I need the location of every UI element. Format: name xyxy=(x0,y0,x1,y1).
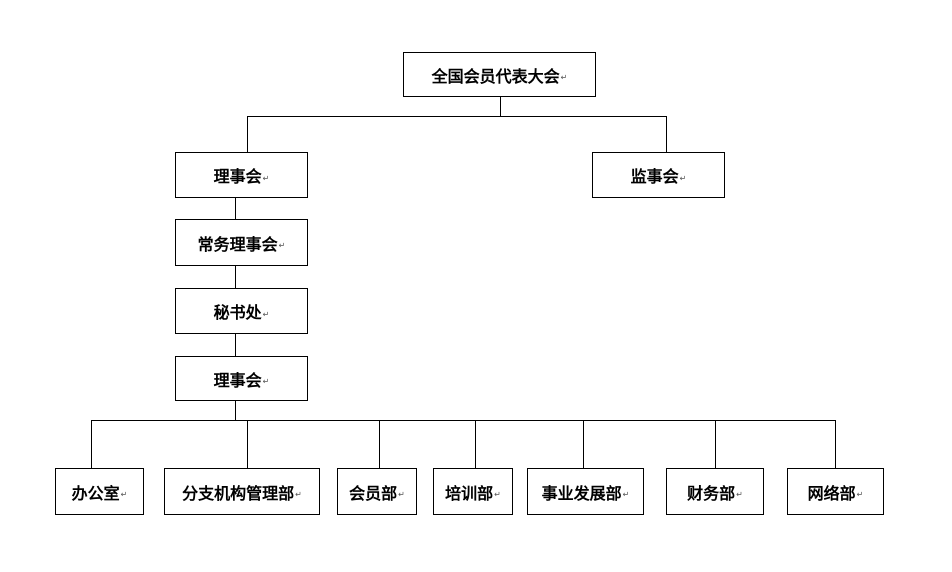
node-dept-network-label: 网络部 xyxy=(807,483,856,503)
node-dept-office-label: 办公室 xyxy=(71,483,120,503)
paragraph-mark-icon: ↵ xyxy=(622,490,630,499)
node-dept-business-development: 事业发展部↵ xyxy=(527,468,644,515)
node-dept-business-development-label: 事业发展部 xyxy=(541,483,622,503)
paragraph-mark-icon: ↵ xyxy=(494,490,501,499)
node-dept-membership-label: 会员部 xyxy=(349,483,398,503)
paragraph-mark-icon: ↵ xyxy=(295,490,302,499)
node-council-lower-label: 理事会 xyxy=(213,370,262,390)
paragraph-mark-icon: ↵ xyxy=(278,241,286,250)
paragraph-mark-icon: ↵ xyxy=(560,73,568,82)
node-secretariat-label: 秘书处 xyxy=(213,303,262,322)
node-dept-training: 培训部↵ xyxy=(433,468,513,515)
paragraph-mark-icon: ↵ xyxy=(856,490,864,499)
node-council-lower: 理事会↵ xyxy=(175,356,308,401)
node-dept-office: 办公室↵ xyxy=(55,468,144,515)
node-dept-finance: 财务部↵ xyxy=(666,468,764,515)
node-dept-finance-label: 财务部 xyxy=(687,483,736,503)
node-dept-branch-management: 分支机构管理部↵ xyxy=(164,468,320,515)
paragraph-mark-icon: ↵ xyxy=(736,490,743,499)
paragraph-mark-icon: ↵ xyxy=(262,309,270,319)
paragraph-mark-icon: ↵ xyxy=(120,490,128,499)
node-standing-council-label: 常务理事会 xyxy=(197,234,278,254)
node-congress-label: 全国会员代表大会 xyxy=(431,66,560,86)
node-dept-training-label: 培训部 xyxy=(445,483,494,503)
node-supervisory-board: 监事会↵ xyxy=(592,152,725,198)
node-congress: 全国会员代表大会↵ xyxy=(403,52,596,97)
paragraph-mark-icon: ↵ xyxy=(262,377,270,386)
node-supervisory-board-label: 监事会 xyxy=(630,167,679,186)
node-standing-council: 常务理事会↵ xyxy=(175,219,308,266)
paragraph-mark-icon: ↵ xyxy=(398,490,405,499)
node-council-label: 理事会 xyxy=(213,167,262,186)
node-dept-branch-management-label: 分支机构管理部 xyxy=(182,483,295,503)
node-dept-network: 网络部↵ xyxy=(787,468,884,515)
paragraph-mark-icon: ↵ xyxy=(679,173,687,183)
node-council: 理事会↵ xyxy=(175,152,308,198)
paragraph-mark-icon: ↵ xyxy=(262,173,270,183)
node-secretariat: 秘书处↵ xyxy=(175,288,308,334)
node-dept-membership: 会员部↵ xyxy=(337,468,417,515)
